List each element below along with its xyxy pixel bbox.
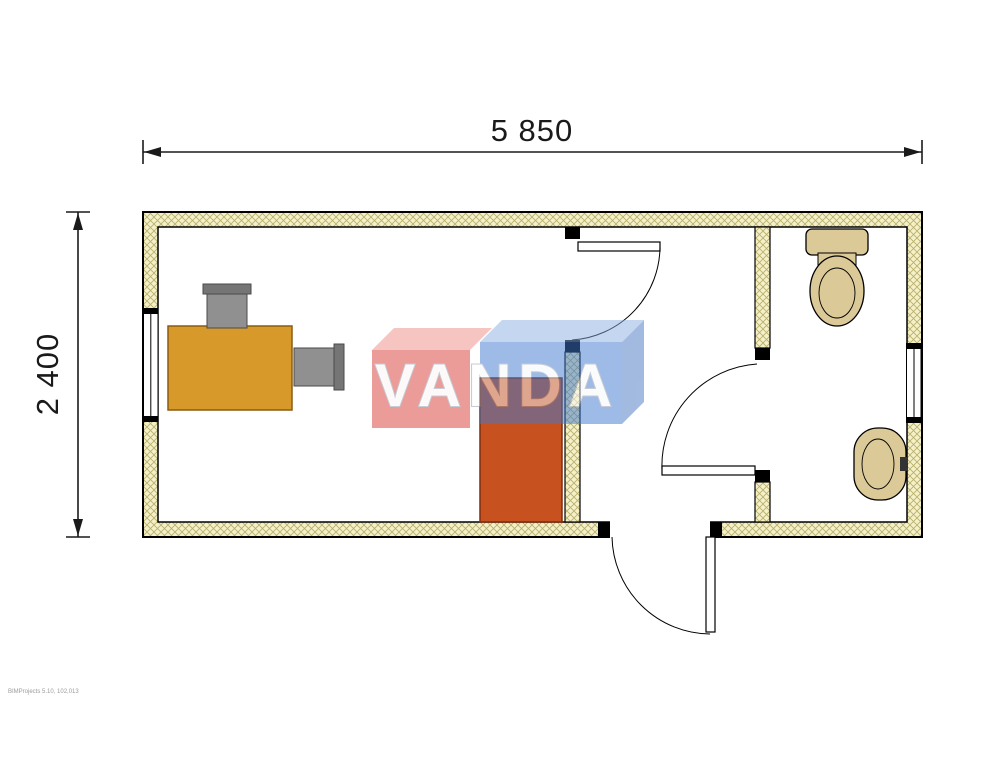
door-jamb — [710, 522, 722, 537]
dimension-top: 5 850 — [142, 113, 923, 164]
toilet-bowl — [809, 255, 865, 327]
chair-backrest — [202, 283, 252, 295]
door-leaf — [705, 536, 716, 633]
red-block-top — [372, 328, 492, 350]
window-jamb — [143, 308, 158, 314]
door-swing-arc — [611, 536, 711, 635]
watermark-red-block — [372, 328, 492, 428]
door-jamb — [565, 227, 580, 239]
dimension-left: 2 400 — [30, 211, 90, 538]
toilet-bowl-inner — [818, 267, 856, 319]
partition-wc-lower — [754, 481, 771, 523]
door-opening — [610, 520, 710, 538]
window-right — [906, 343, 922, 423]
vanda-watermark: VANDA — [372, 320, 644, 428]
washbasin-fixture — [853, 427, 907, 501]
door-jamb — [755, 470, 770, 482]
window-left — [143, 308, 159, 422]
door-entrance — [598, 520, 722, 635]
watermark-text: VANDA — [375, 352, 619, 419]
window-jamb — [906, 343, 921, 349]
blue-block-front — [480, 342, 622, 424]
arrow-right-icon — [904, 147, 921, 157]
toilet-fixture — [805, 228, 869, 327]
height-dimension-label: 2 400 — [30, 333, 65, 416]
arrow-left-icon — [144, 147, 161, 157]
window-jamb — [143, 416, 158, 422]
partition-wc-upper — [754, 226, 771, 349]
blue-block-top — [480, 320, 644, 342]
office-chair-right — [293, 343, 345, 391]
washbasin-inner — [861, 438, 895, 490]
chair-seat — [206, 293, 248, 329]
arrow-up-icon — [73, 213, 83, 230]
door-swing-arc — [661, 363, 758, 471]
door-leaf — [577, 241, 661, 252]
door-leaf — [661, 465, 756, 476]
chair-backrest — [333, 343, 345, 391]
window-jamb — [906, 417, 921, 423]
red-block-front — [372, 350, 470, 428]
washbasin-faucet — [900, 457, 907, 471]
toilet-tank — [805, 228, 869, 256]
door-wc — [661, 348, 770, 482]
chair-seat — [293, 347, 335, 387]
door-jamb — [598, 522, 610, 537]
office-desk — [167, 325, 293, 411]
blue-block-side — [622, 320, 644, 424]
watermark-blue-block — [480, 320, 644, 424]
door-jamb — [755, 348, 770, 360]
arrow-down-icon — [73, 519, 83, 536]
office-chair-top — [202, 283, 252, 329]
width-dimension-label: 5 850 — [491, 113, 574, 148]
footer-version-note: BIMProjects 5.10, 102,013 — [8, 689, 79, 695]
